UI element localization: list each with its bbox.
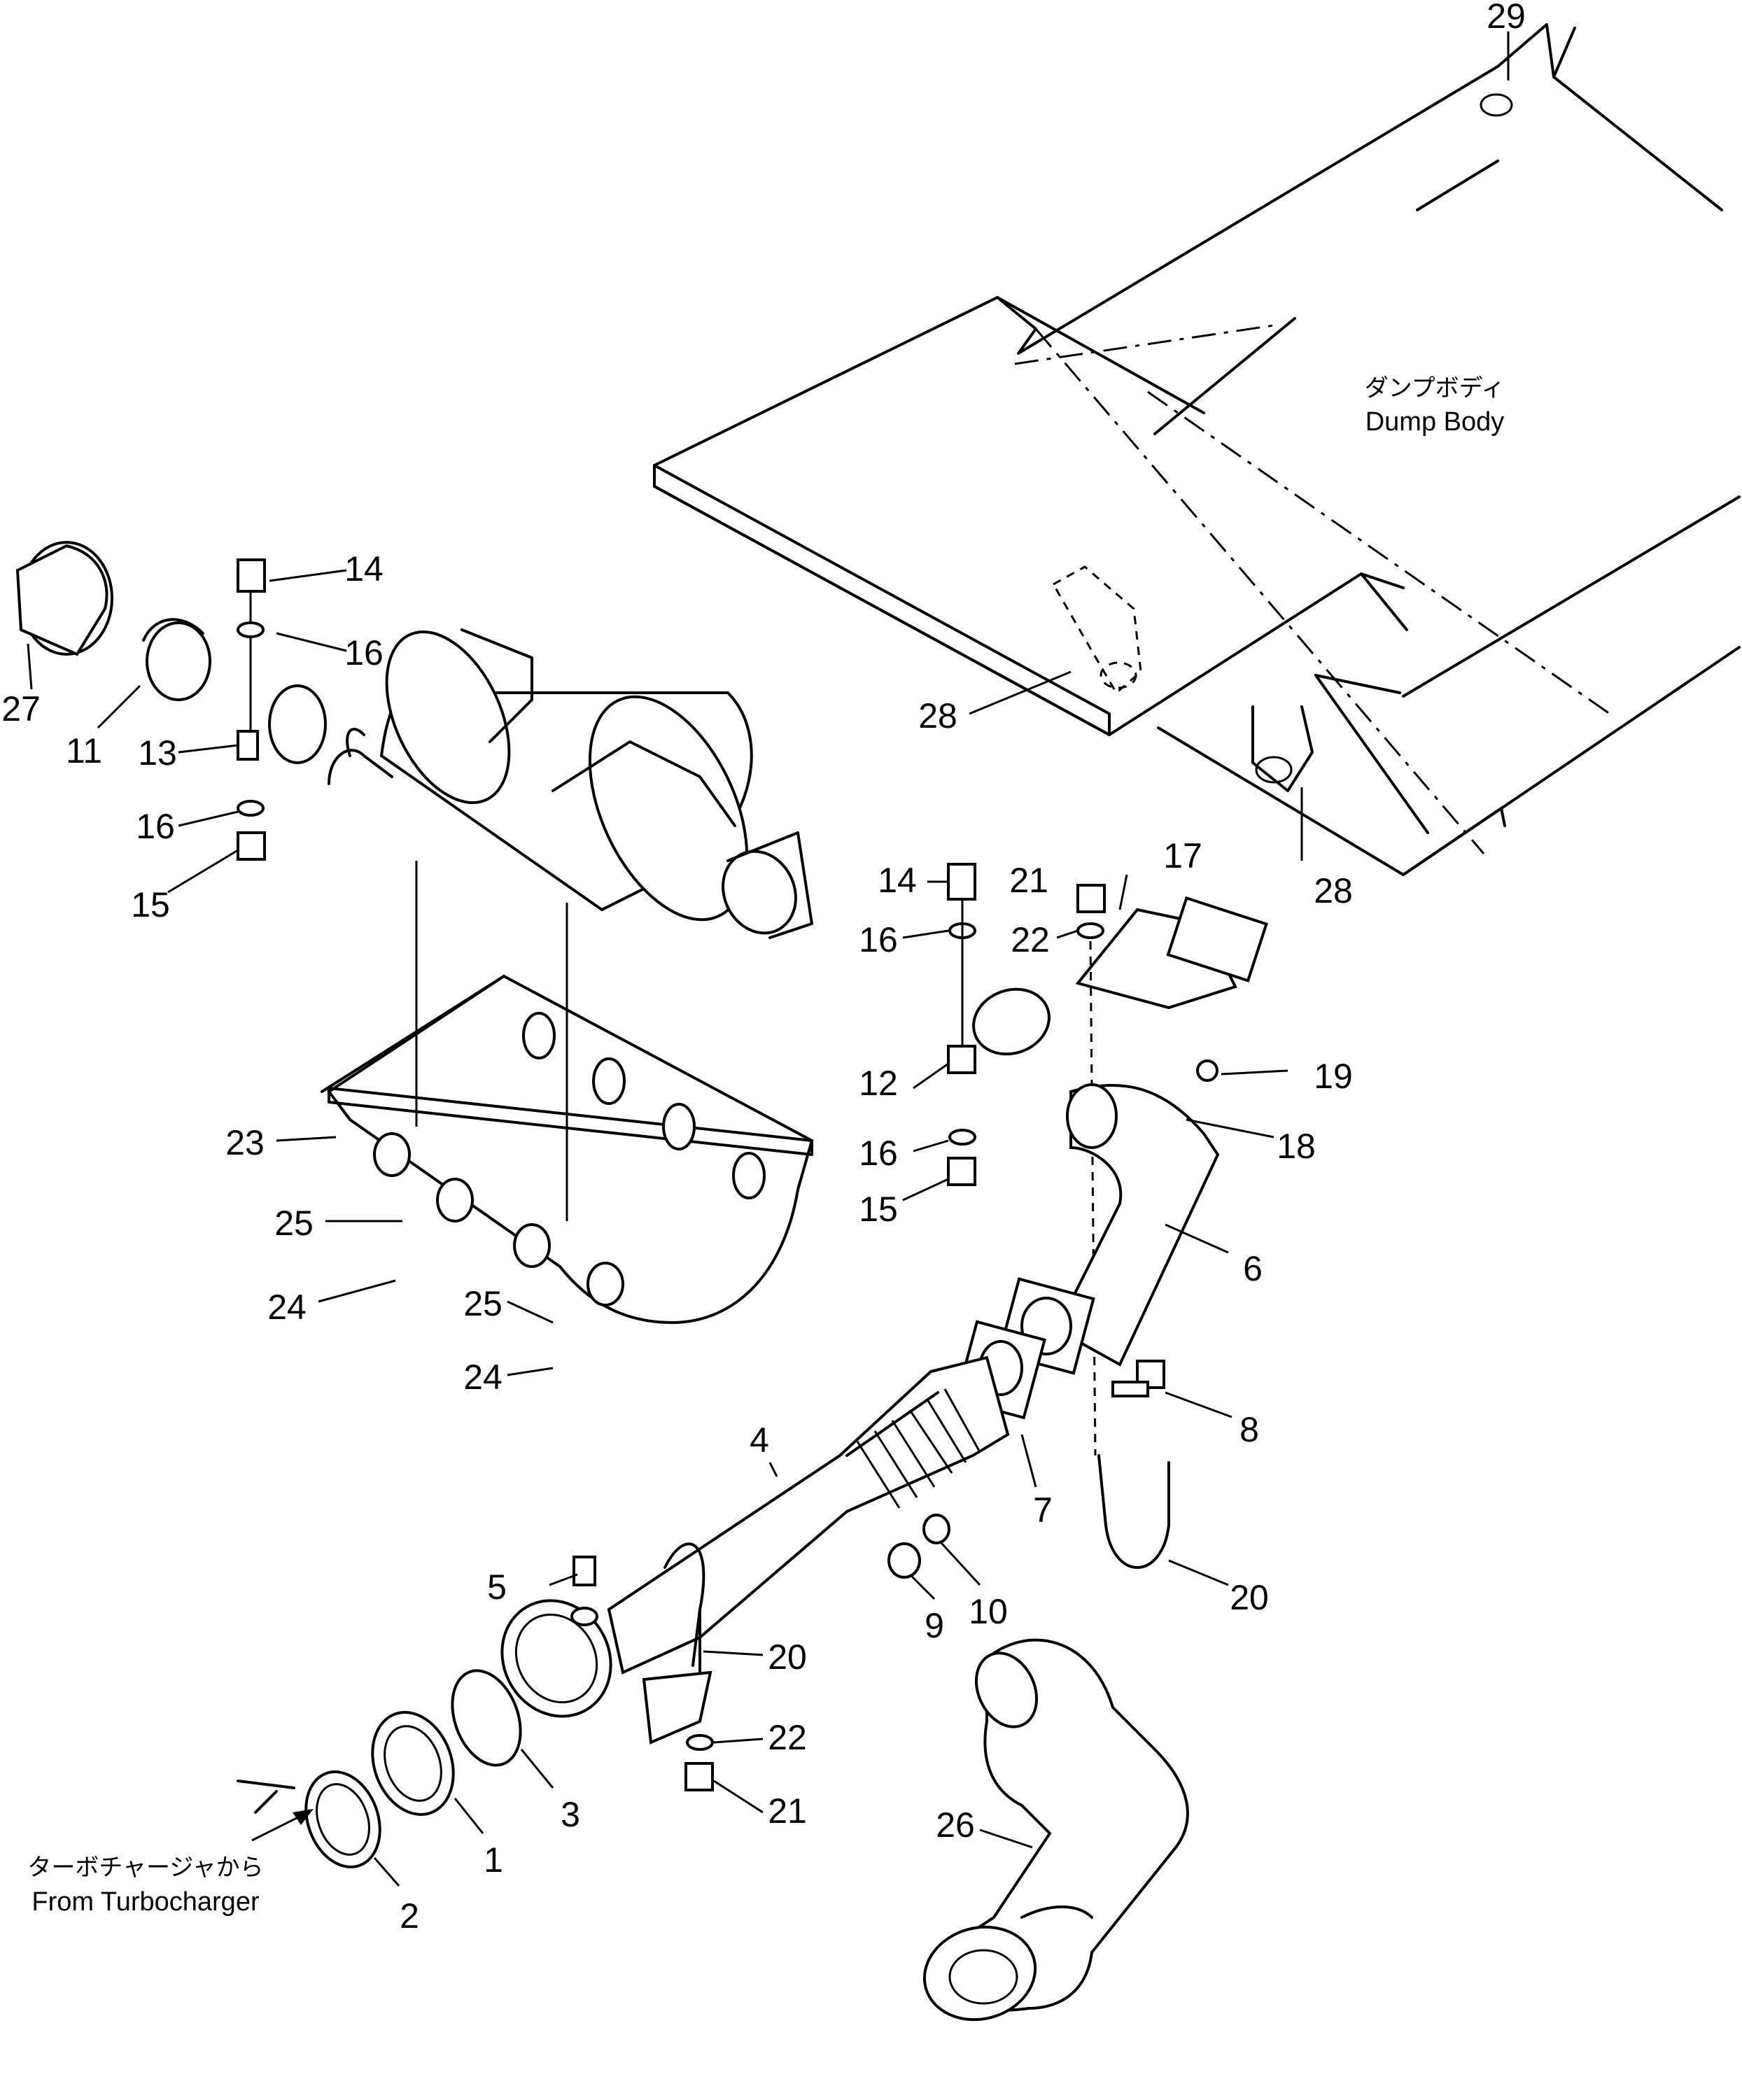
callout-label: 26 xyxy=(936,1805,975,1845)
callout-label: 16 xyxy=(344,633,384,672)
callout-label: 22 xyxy=(768,1718,807,1757)
callout-label: 20 xyxy=(1230,1578,1269,1617)
callout-label: 15 xyxy=(859,1190,898,1229)
callout-label: 24 xyxy=(463,1358,503,1397)
callout-label: 8 xyxy=(1239,1410,1259,1449)
callout-label: 11 xyxy=(66,731,102,770)
callout-label: 23 xyxy=(225,1123,265,1162)
leader-lines xyxy=(27,31,1510,1887)
callout-label: 13 xyxy=(138,733,177,773)
callout-label: 21 xyxy=(768,1791,807,1831)
muffler xyxy=(328,628,813,939)
callout-label: 4 xyxy=(750,1421,769,1460)
callout-label: 16 xyxy=(859,1134,898,1173)
callout-label: 21 xyxy=(1009,861,1048,900)
callout-label: 17 xyxy=(1163,836,1202,875)
callout-label: 15 xyxy=(131,885,170,924)
callout-label: 16 xyxy=(859,920,898,959)
elbow-pipe xyxy=(922,1638,1189,2022)
callout-label: 3 xyxy=(561,1795,580,1834)
heat-shield xyxy=(321,861,814,1325)
dump-body xyxy=(653,23,1741,876)
callout-label: 27 xyxy=(1,689,41,728)
inlet-cap xyxy=(15,541,327,861)
callout-label: 25 xyxy=(463,1284,503,1323)
callout-label: 22 xyxy=(1011,920,1050,959)
callout-label: 25 xyxy=(274,1204,314,1243)
callout-label: 6 xyxy=(1243,1249,1263,1288)
tail-pipe xyxy=(1055,1083,1220,1367)
captions: ダンプボディ Dump Body ターボチャージャから From Turboch… xyxy=(27,375,1505,1917)
callout-label: 24 xyxy=(267,1288,307,1327)
dump-body-jp-label: ダンプボディ xyxy=(1365,375,1505,402)
callout-label: 19 xyxy=(1314,1057,1353,1096)
callout-label: 1 xyxy=(484,1840,503,1880)
callout-numbers: 29 14 16 27 11 13 16 15 28 28 14 21 17 1… xyxy=(1,0,1526,1936)
callout-label: 16 xyxy=(136,807,175,846)
callout-label: 18 xyxy=(1277,1127,1316,1166)
callout-label: 28 xyxy=(918,696,957,735)
callout-label: 12 xyxy=(859,1064,898,1103)
exhaust-pipe xyxy=(500,1355,1170,1791)
callout-label: 14 xyxy=(344,549,384,589)
inlet-connectors xyxy=(237,1669,522,1868)
callout-label: 5 xyxy=(487,1567,507,1607)
callout-label: 20 xyxy=(768,1637,807,1677)
dump-body-en-label: Dump Body xyxy=(1365,407,1505,437)
callout-label: 9 xyxy=(925,1606,944,1645)
callout-label: 29 xyxy=(1487,0,1526,36)
turbo-en-label: From Turbocharger xyxy=(31,1887,260,1917)
callout-label: 10 xyxy=(969,1592,1008,1631)
callout-label: 2 xyxy=(400,1896,419,1936)
turbo-jp-label: ターボチャージャから xyxy=(27,1854,263,1881)
callout-label: 14 xyxy=(878,861,917,900)
callout-label: 28 xyxy=(1314,871,1353,910)
callout-label: 7 xyxy=(1033,1491,1053,1530)
